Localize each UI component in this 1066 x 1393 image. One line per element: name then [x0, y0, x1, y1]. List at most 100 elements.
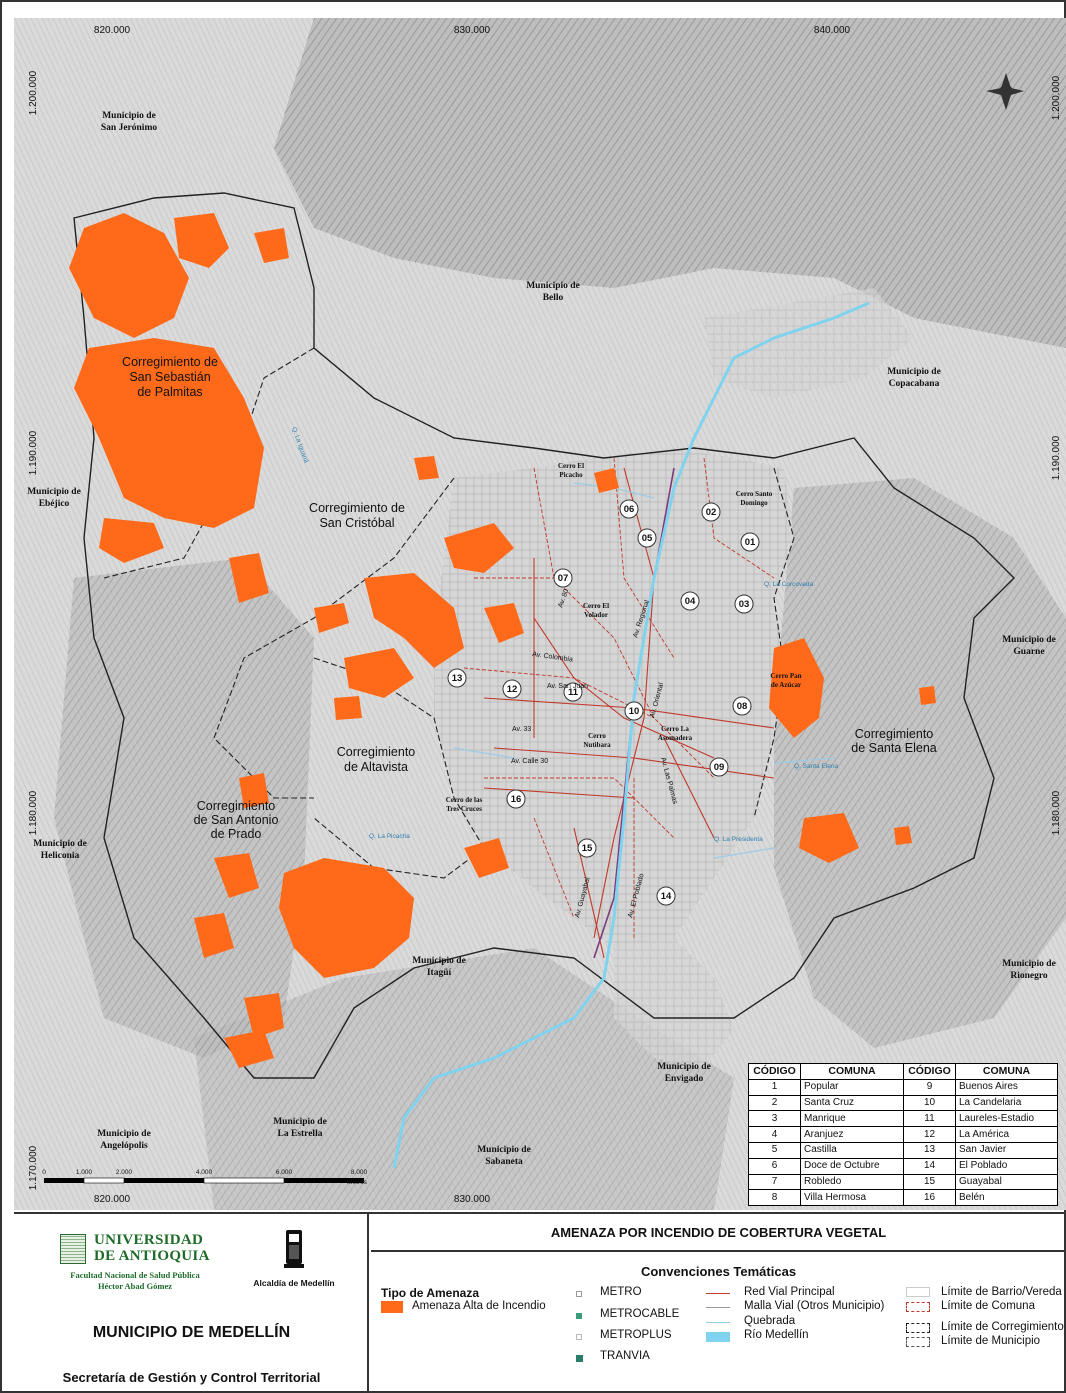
label-corregimiento-palmitas-1: Corregimiento de — [122, 355, 218, 369]
university-name-line2: DE ANTIOQUIA — [94, 1248, 210, 1264]
x-coord-830-top: 830.000 — [454, 25, 491, 36]
label-municipio-sabaneta: Sabaneta — [485, 1157, 523, 1167]
institution-block: UNIVERSIDAD DE ANTIOQUIA Facultad Nacion… — [14, 1214, 369, 1393]
barrio-limit-icon — [906, 1287, 930, 1297]
label-cerro-panazucar-1: Cerro Pan — [770, 672, 801, 680]
legend-metro: METRO — [600, 1286, 642, 1298]
municipio-title: MUNICIPIO DE MEDELLÍN — [92, 1324, 291, 1341]
north-arrow-icon — [986, 73, 1024, 110]
label-municipio-prefix-rionegro: Municipio de — [1002, 959, 1056, 969]
table-cell-code: 5 — [748, 1141, 801, 1159]
comuna-label-05: 05 — [642, 533, 653, 544]
label-corregimiento-santaelena-1: Corregimiento — [855, 727, 934, 741]
alcaldia-logo: Alcaldía de Medellín — [249, 1230, 339, 1290]
table-cell-code: 11 — [903, 1110, 956, 1128]
label-corregimiento-sancristobal-2: San Cristóbal — [319, 516, 394, 530]
label-municipio-rionegro: Rionegro — [1010, 971, 1048, 981]
urban-area — [434, 448, 794, 948]
legend-barrio-limit: Límite de Barrio/Vereda — [941, 1286, 1062, 1298]
scale-tick-6000: 6.000 — [276, 1169, 293, 1176]
main-road-line-icon — [706, 1293, 730, 1294]
table-cell-code: 15 — [903, 1173, 956, 1191]
comuna-number-labels: 01 02 03 04 05 06 07 08 09 10 11 12 13 1… — [452, 504, 756, 902]
map-svg[interactable]: 01 02 03 04 05 06 07 08 09 10 11 12 13 1… — [14, 18, 1066, 1210]
table-cell-code: 8 — [748, 1189, 801, 1207]
table-cell-name: Villa Hermosa — [800, 1189, 904, 1207]
label-cerro-santodomingo-2: Domingo — [740, 499, 768, 507]
table-cell-code: 14 — [903, 1157, 956, 1175]
terrain-east — [774, 478, 1066, 1048]
label-municipio-prefix-guarne: Municipio de — [1002, 635, 1056, 645]
y-coord-1170-left: 1.170.000 — [28, 1145, 39, 1190]
comuna-label-12: 12 — [507, 684, 518, 695]
label-corregimiento-palmitas-3: de Palmitas — [137, 385, 202, 399]
table-cell-code: 9 — [903, 1078, 956, 1096]
legend-road-mesh: Malla Vial (Otros Municipio) — [744, 1300, 885, 1312]
label-municipio-heliconia: Heliconia — [41, 851, 80, 861]
label-municipio-ebejico: Ebéjico — [39, 499, 70, 509]
label-municipio-prefix-itagui: Municipio de — [412, 956, 466, 966]
threat-type-heading: Tipo de Amenaza — [381, 1286, 480, 1300]
faculty-name-line1: Facultad Nacional de Salud Pública — [70, 1270, 200, 1280]
label-cerro-picacho-1: Cerro El — [558, 462, 584, 470]
tranvia-icon — [576, 1355, 583, 1362]
fire-threat-areas — [69, 213, 936, 1068]
table-cell-name: La Candelaria — [955, 1094, 1058, 1112]
label-cerro-panazucar-2: de Azúcar — [771, 681, 801, 689]
comuna-label-08: 08 — [737, 701, 748, 712]
river-swatch — [706, 1332, 730, 1342]
label-river-presidenta: Q. La Presidenta — [714, 836, 763, 843]
comuna-label-15: 15 — [582, 843, 593, 854]
label-municipio-laestrella: La Estrella — [278, 1129, 323, 1139]
table-cell-code: 16 — [903, 1189, 956, 1207]
label-river-santaelena: Q. Santa Elena — [794, 763, 838, 770]
alcaldia-emblem-icon — [284, 1230, 304, 1268]
university-name-line1: UNIVERSIDAD — [94, 1232, 204, 1248]
table-cell-name: Doce de Octubre — [800, 1157, 904, 1175]
comuna-label-11: 11 — [568, 687, 579, 698]
comuna-markers — [447, 499, 760, 906]
legend-main-road: Red Vial Principal — [744, 1286, 835, 1298]
stream-line-icon — [706, 1322, 730, 1323]
label-cerro-picacho-2: Picacho — [559, 471, 583, 479]
university-crest-icon — [60, 1234, 86, 1264]
comuna-label-06: 06 — [624, 504, 635, 515]
label-corregimiento-sanantonio-3: de Prado — [211, 827, 262, 841]
map-canvas[interactable]: 01 02 03 04 05 06 07 08 09 10 11 12 13 1… — [14, 18, 1066, 1210]
th-comuna-2: COMUNA — [955, 1063, 1058, 1080]
scale-tick-8000: 8.000 — [351, 1169, 368, 1176]
metro-icon — [576, 1291, 582, 1297]
table-cell-name: Guayabal — [955, 1173, 1058, 1191]
label-corregimiento-sancristobal-1: Corregimiento de — [309, 501, 405, 515]
faculty-name-line2: Héctor Abad Gómez — [98, 1281, 172, 1291]
alcaldia-name: Alcaldía de Medellín — [253, 1278, 335, 1288]
legend-metrocable: METROCABLE — [600, 1308, 680, 1320]
terrain-north — [274, 18, 1066, 348]
label-cerro-trescruces-2: Tres Cruces — [446, 805, 482, 813]
table-cell-name: Laureles-Estadio — [955, 1110, 1058, 1128]
y-coord-1180-right: 1.180.000 — [1051, 790, 1062, 835]
threat-item-label: Amenaza Alta de Incendio — [412, 1300, 546, 1312]
metrocable-icon — [576, 1313, 582, 1319]
label-municipio-itagui: Itagüí — [427, 968, 452, 978]
label-cerro-volador-1: Cerro El — [583, 602, 609, 610]
label-municipio-prefix-sabaneta: Municipio de — [477, 1145, 531, 1155]
label-cerro-asomadera-2: Asomadera — [658, 734, 693, 742]
th-codigo-1: CÓDIGO — [748, 1063, 801, 1080]
comuna-label-01: 01 — [745, 537, 756, 548]
label-corregimiento-palmitas-2: San Sebastián — [129, 370, 210, 384]
legend-corregimiento-limit: Límite de Corregimiento — [941, 1321, 1064, 1333]
table-cell-name: La América — [955, 1126, 1058, 1143]
scale-bar: 0 1.000 2.000 4.000 6.000 8.000 Metros — [42, 1169, 367, 1186]
road-mesh-line-icon — [706, 1307, 730, 1308]
label-corregimiento-sanantonio-2: de San Antonio — [194, 813, 279, 827]
label-river-corcovada: Q. La Corcovada — [764, 581, 814, 588]
label-municipio-prefix-heliconia: Municipio de — [33, 839, 87, 849]
comuna-label-07: 07 — [558, 573, 569, 584]
comuna-label-03: 03 — [739, 599, 750, 610]
label-municipio-sanjeronimo: San Jerónimo — [101, 123, 157, 133]
